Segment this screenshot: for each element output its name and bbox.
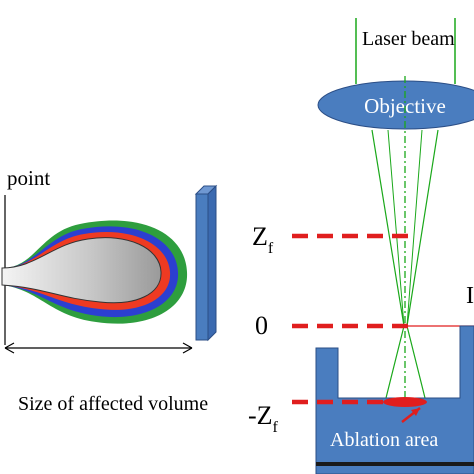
ablation-pointer-head xyxy=(411,408,420,416)
size-arrow-left-head xyxy=(4,342,15,354)
sample-bottom-border xyxy=(316,462,474,466)
left-panel: point Size of affected volume xyxy=(1,166,218,415)
zf-bottom-label: -Zf xyxy=(248,401,279,436)
right-panel: Laser beam Objective Zf 0 -Zf Ablation a… xyxy=(248,18,474,474)
beam-cone-inner-left xyxy=(387,129,405,327)
beam-cone-inner-right xyxy=(406,129,423,327)
edge-label: I xyxy=(466,283,474,309)
ablation-spot xyxy=(383,397,427,407)
target-slab-edge xyxy=(207,184,217,342)
layer-core xyxy=(1,237,162,304)
target-slab xyxy=(195,193,209,341)
point-label: point xyxy=(7,166,50,190)
ablation-label: Ablation area xyxy=(330,429,438,451)
zero-label: 0 xyxy=(255,311,268,340)
zf-top-label: Zf xyxy=(252,222,274,257)
size-arrow-right-head xyxy=(182,342,193,354)
size-label: Size of affected volume xyxy=(18,393,208,415)
laser-beam-label: Laser beam xyxy=(362,28,455,50)
